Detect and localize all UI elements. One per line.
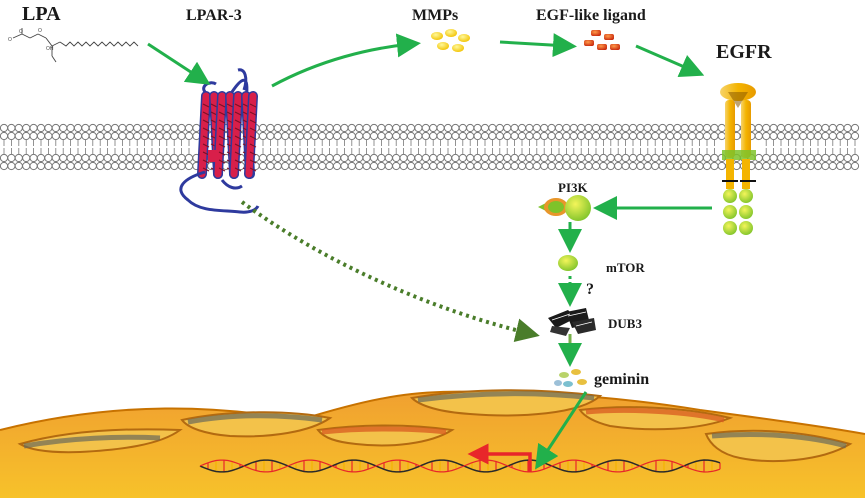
transcription-arrow [467, 443, 532, 472]
svg-text:O: O [8, 37, 12, 43]
dna-helix-icon [199, 459, 721, 473]
mtor-protein [558, 255, 578, 271]
pi3k-protein [538, 195, 591, 221]
egfr-receptor [720, 83, 756, 235]
arrow-geminin-to-dna [535, 391, 588, 470]
mmp-cluster [431, 29, 470, 52]
arrow-mmps-to-ligand [499, 33, 577, 58]
dub3-label: DUB3 [608, 316, 642, 331]
lpa-structure-icon: O O O OH [8, 28, 139, 63]
arrow-lpar3-to-mmps [271, 33, 421, 88]
lpa-label: LPA [22, 3, 61, 25]
geminin-protein [554, 369, 587, 387]
egf-ligand-label: EGF-like ligand [536, 7, 646, 24]
cell-membrane [0, 122, 860, 171]
geminin-label: geminin [594, 371, 649, 388]
nucleus [0, 389, 865, 498]
egf-ligand-cluster [584, 30, 620, 50]
lpar3-label: LPAR-3 [186, 7, 242, 24]
mmps-label: MMPs [412, 7, 458, 24]
question-mark: ? [586, 281, 594, 298]
pi3k-label: PI3K [558, 180, 589, 195]
svg-text:OH: OH [46, 46, 54, 52]
mtor-label: mTOR [606, 260, 645, 275]
egfr-label: EGFR [716, 41, 772, 63]
dub3-protein [548, 308, 596, 336]
activation-arrows [147, 33, 712, 470]
arrow-ligand-to-egfr [635, 44, 705, 78]
svg-text:O: O [38, 28, 42, 34]
arrow-lpa-to-lpar3 [147, 42, 211, 85]
arrow-lpar3-to-dub3-indirect [240, 200, 540, 343]
gpcr-icon [179, 68, 260, 214]
svg-text:O: O [19, 29, 23, 35]
